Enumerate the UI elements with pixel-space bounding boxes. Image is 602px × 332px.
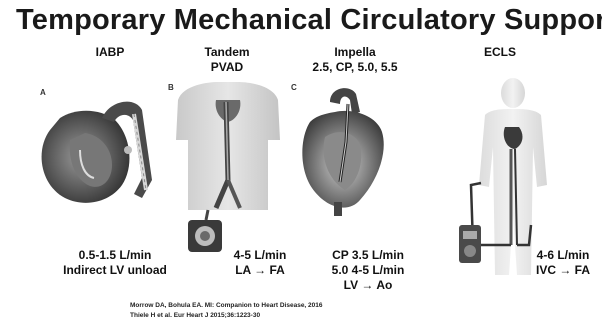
- impella-spec: CP 3.5 L/min 5.0 4-5 L/min LV → Ao: [318, 248, 418, 293]
- reference-line: Thiele H et al. Eur Heart J 2015;36:1223…: [130, 311, 323, 321]
- tandem-heading: Tandem PVAD: [192, 45, 262, 75]
- iabp-spec: 0.5-1.5 L/min Indirect LV unload: [60, 248, 170, 278]
- impella-heading: Impella 2.5, CP, 5.0, 5.5: [300, 45, 410, 75]
- impella-heart-illustration: [290, 82, 400, 222]
- ecls-heading: ECLS: [470, 45, 530, 60]
- references: Morrow DA, Bohula EA. MI: Companion to H…: [130, 301, 323, 321]
- iabp-heading: IABP: [75, 45, 145, 60]
- reference-line: Morrow DA, Bohula EA. MI: Companion to H…: [130, 301, 323, 311]
- tandem-torso-illustration: [168, 80, 288, 260]
- page-title: Temporary Mechanical Circulatory Support: [16, 4, 602, 37]
- iabp-heart-illustration: [30, 90, 160, 210]
- ecls-spec: 4-6 L/min IVC → FA: [528, 248, 598, 278]
- tandem-spec: 4-5 L/min LA → FA: [220, 248, 300, 278]
